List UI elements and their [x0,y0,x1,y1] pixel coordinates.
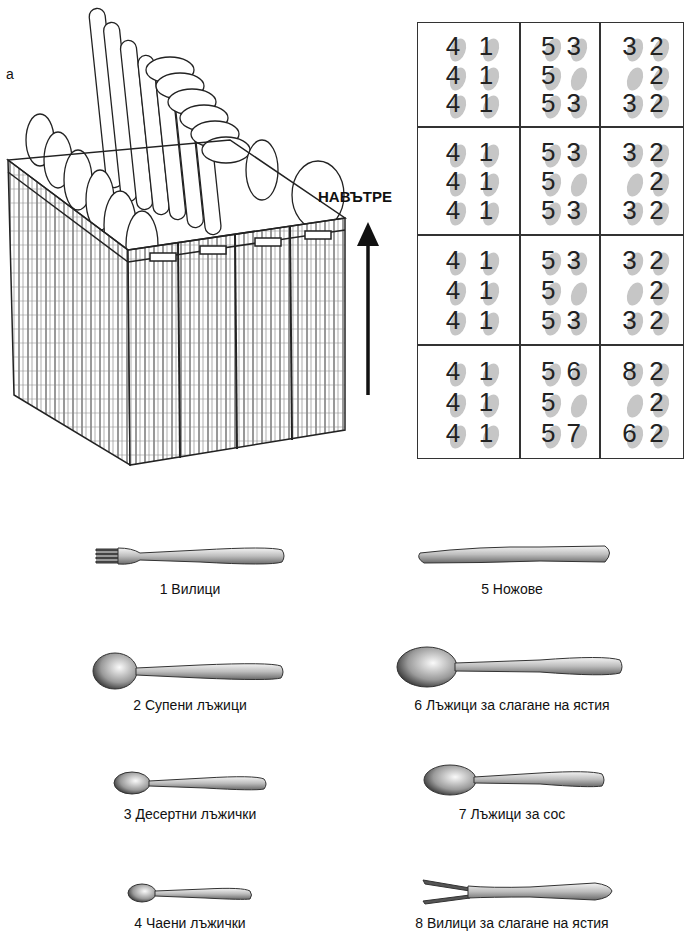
callout-number: 2 [649,33,663,59]
callout-number: 1 [479,62,493,88]
slot-oval [568,280,590,308]
callout-number: 1 [479,420,493,446]
callout-number: 3 [567,33,581,59]
callout-number: 5 [541,168,555,194]
callout-number: 4 [446,389,460,415]
basket-cell: 414141 [417,235,520,345]
slot-oval [568,392,590,420]
basket-cell: 32232 [600,22,684,127]
utensil-caption: 1 Вилици [160,581,221,598]
callout-number: 3 [622,247,636,273]
callout-number: 2 [649,307,663,333]
utensil-caption: 2 Супени лъжици [133,697,247,714]
callout-number: 1 [479,358,493,384]
callout-number: 2 [649,90,663,116]
callout-number: 3 [622,90,636,116]
callout-number: 3 [567,247,581,273]
callout-number: 4 [446,62,460,88]
callout-number: 2 [649,62,663,88]
basket-cell: 414141 [417,22,520,127]
callout-number: 5 [541,247,555,273]
basket-cell: 414141 [417,345,520,459]
callout-number: 1 [479,247,493,273]
basket-cell: 82262 [600,345,684,459]
utensil-caption: 4 Чаени лъжички [134,915,245,932]
callout-number: 5 [541,277,555,303]
basket-cell: 53553 [520,22,600,127]
callout-number: 1 [479,33,493,59]
utensil-caption: 8 Вилици за слагане на ястия [415,915,608,932]
callout-number: 2 [649,168,663,194]
callout-number: 1 [479,139,493,165]
utensil-icons [93,546,622,904]
callout-number: 1 [479,307,493,333]
callout-number: 5 [541,307,555,333]
callout-number: 1 [479,277,493,303]
slot-oval [623,392,645,420]
utensil-caption: 3 Десертни лъжички [124,806,256,823]
callout-number: 3 [622,33,636,59]
callout-number: 3 [567,139,581,165]
callout-number: 7 [567,420,581,446]
direction-arrow [357,222,379,395]
callout-number: 4 [446,307,460,333]
callout-number: 2 [649,358,663,384]
callout-number: 1 [479,168,493,194]
callout-number: 6 [567,358,581,384]
callout-number: 3 [567,307,581,333]
callout-number: 8 [622,358,636,384]
callout-number: 4 [446,33,460,59]
utensil-caption: 5 Ножове [481,581,543,598]
callout-number: 1 [479,90,493,116]
callout-number: 2 [649,197,663,223]
corner-letter: а [6,66,14,83]
callout-number: 2 [649,420,663,446]
callout-number: 4 [446,420,460,446]
callout-number: 4 [446,247,460,273]
callout-number: 5 [541,197,555,223]
utensil-caption: 6 Лъжици за слагане на ястия [414,697,609,714]
callout-number: 6 [622,420,636,446]
callout-number: 4 [446,277,460,303]
callout-number: 5 [541,420,555,446]
slot-oval [568,171,590,199]
callout-number: 4 [446,139,460,165]
callout-number: 2 [649,277,663,303]
basket-cell: 56557 [520,345,600,459]
callout-number: 3 [622,307,636,333]
slot-oval [623,65,645,93]
callout-number: 3 [567,90,581,116]
callout-number: 2 [649,247,663,273]
callout-number: 5 [541,139,555,165]
callout-number: 5 [541,90,555,116]
slot-oval [623,280,645,308]
basket-cell: 53553 [520,127,600,235]
callout-number: 1 [479,389,493,415]
callout-number: 4 [446,358,460,384]
basket-cell: 32232 [600,235,684,345]
cutlery-basket [8,140,345,465]
basket-cell: 414141 [417,127,520,235]
callout-number: 4 [446,168,460,194]
slot-oval [568,65,590,93]
callout-number: 5 [541,62,555,88]
callout-number: 2 [649,139,663,165]
callout-number: 2 [649,389,663,415]
direction-label: НАВЪТРЕ [318,188,392,205]
callout-number: 3 [622,139,636,165]
slot-oval [623,171,645,199]
callout-number: 3 [622,197,636,223]
basket-cell: 32232 [600,127,684,235]
callout-number: 5 [541,358,555,384]
callout-number: 4 [446,90,460,116]
callout-number: 1 [479,197,493,223]
callout-number: 5 [541,33,555,59]
utensil-caption: 7 Лъжици за сос [459,806,566,823]
basket-cell: 53553 [520,235,600,345]
callout-number: 4 [446,197,460,223]
callout-number: 5 [541,389,555,415]
callout-number: 3 [567,197,581,223]
